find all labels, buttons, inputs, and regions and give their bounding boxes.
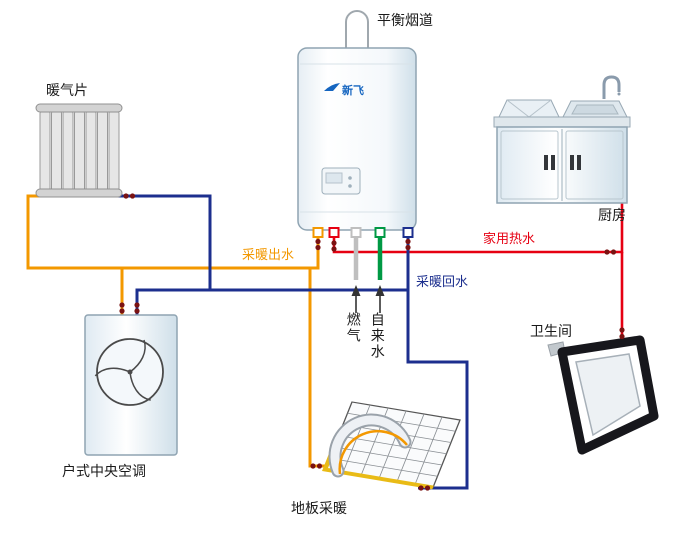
faucet-icon	[602, 75, 621, 99]
label-floor-heating: 地板采暖	[291, 500, 347, 516]
label-bathroom: 卫生间	[530, 323, 572, 339]
label-heating-return: 采暖回水	[416, 274, 469, 289]
boiler: 新飞	[297, 10, 417, 238]
bathtub	[547, 335, 659, 455]
stub-gas	[350, 227, 362, 238]
label-kitchen: 厨房	[598, 207, 626, 223]
stub-heating-outlet	[312, 227, 324, 238]
stub-hot-water	[328, 227, 340, 238]
brand-swoosh-icon	[324, 83, 340, 91]
label-gas: 燃气	[345, 312, 362, 344]
label-domestic-hot-water: 家用热水	[483, 231, 536, 246]
label-central-ac: 户式中央空调	[62, 463, 146, 479]
stub-heating-return	[402, 227, 414, 238]
stub-tap-water	[374, 227, 386, 238]
heating-outlet-pipe	[26, 194, 334, 468]
floor-heating-panel	[321, 401, 461, 490]
label-flue: 平衡烟道	[377, 12, 433, 28]
label-tap-water: 自来水	[369, 312, 386, 360]
tap-water-arrow	[375, 285, 385, 313]
flue-pipe	[345, 10, 369, 52]
central-ac-unit	[84, 314, 178, 456]
label-radiator: 暖气片	[46, 82, 88, 98]
brand-text: 新飞	[342, 83, 364, 97]
radiator	[35, 103, 123, 198]
label-heating-outlet: 采暖出水	[242, 247, 295, 262]
kitchen-unit	[493, 75, 631, 204]
valves	[119, 193, 625, 491]
gas-arrow	[351, 285, 361, 313]
